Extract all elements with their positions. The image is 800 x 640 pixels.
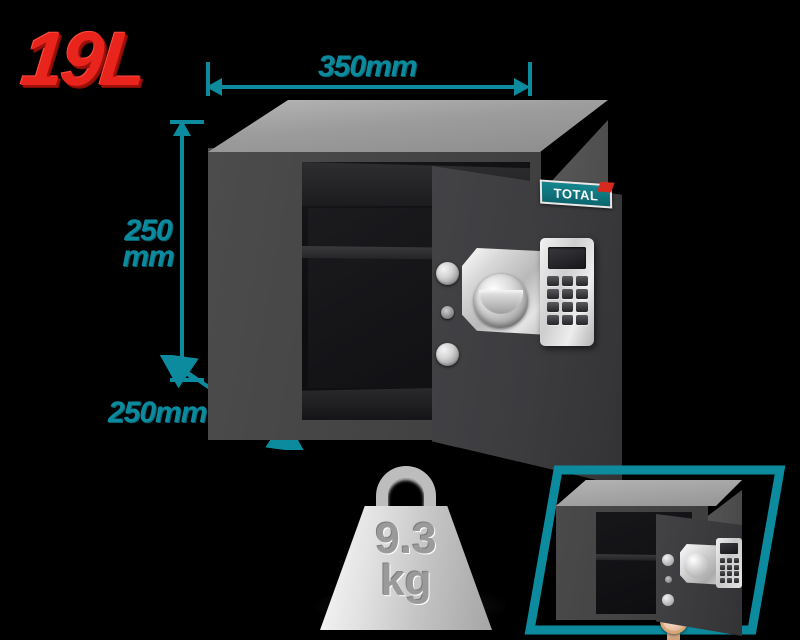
height-unit: mm: [122, 239, 174, 273]
weight-icon: 9.3 kg: [318, 466, 494, 636]
inset-keypad-key: [726, 577, 733, 583]
inset-keyhole: [665, 576, 672, 583]
keypad-grid: [547, 276, 588, 325]
inset-bolt-bottom: [662, 594, 674, 606]
inset-bolt-top: [662, 554, 674, 566]
keypad-key: [576, 289, 588, 299]
inset-lock-knob: [684, 552, 710, 578]
inset-keypad-key: [720, 571, 726, 576]
door-bolt-top: [436, 262, 459, 285]
inset-frame: [524, 462, 786, 638]
width-arrow-right-icon: [514, 78, 530, 96]
door-bolt-bottom: [436, 343, 459, 366]
door-keyhole: [441, 306, 454, 319]
width-arrow-left-icon: [206, 78, 222, 96]
brand-logo: TOTAL: [539, 179, 615, 209]
usage-inset-panel: [524, 462, 786, 640]
inset-keypad-key: [733, 577, 739, 583]
inset-lcd-display-icon: [720, 543, 738, 554]
inset-keypad-key: [733, 558, 739, 563]
inset-safe-shelf: [596, 554, 692, 561]
width-tick-right: [528, 62, 532, 96]
keypad-key: [576, 315, 588, 325]
safe-top-panel: [208, 100, 608, 152]
keypad-panel: [540, 238, 594, 346]
weight-unit: kg: [380, 556, 432, 606]
lock-knob: [474, 274, 528, 328]
weight-label: 9.3 kg: [318, 514, 494, 606]
keypad-key: [576, 302, 588, 312]
keypad-key: [547, 276, 559, 286]
lcd-display-icon: [548, 247, 586, 269]
inset-keypad-key: [726, 564, 733, 570]
keypad-key: [561, 276, 574, 286]
inset-safe-image: [552, 480, 742, 640]
depth-label: 250mm: [108, 396, 207, 429]
inset-keypad-grid: [720, 558, 739, 583]
width-line: [214, 85, 526, 89]
keypad-key: [547, 315, 559, 325]
safe-product-image: [200, 100, 622, 486]
keypad-key: [547, 302, 559, 312]
height-arrow-up-icon: [173, 120, 191, 136]
inset-keypad-key: [720, 577, 726, 583]
inset-keypad-key: [720, 558, 726, 563]
weight-value: 9.3: [375, 514, 437, 563]
keypad-key: [561, 315, 574, 325]
inset-keypad-key: [726, 558, 733, 563]
height-value: 250: [124, 214, 172, 247]
height-label: 250 mm: [118, 214, 178, 273]
volume-badge: 19L: [17, 17, 149, 102]
width-label: 350mm: [318, 50, 417, 83]
inset-safe-top: [556, 480, 742, 506]
keypad-key: [576, 276, 588, 286]
inset-keypad-key: [733, 571, 739, 576]
inset-keypad-key: [726, 571, 733, 576]
inset-keypad-key: [720, 564, 726, 570]
brand-logo-text: TOTAL: [553, 184, 599, 204]
inset-keypad-panel: [716, 538, 742, 588]
inset-keypad-key: [733, 564, 739, 570]
keypad-key: [561, 302, 574, 312]
keypad-key: [547, 289, 559, 299]
electronic-lock-icon: [462, 238, 594, 346]
keypad-key: [561, 289, 574, 299]
height-line: [180, 128, 184, 370]
